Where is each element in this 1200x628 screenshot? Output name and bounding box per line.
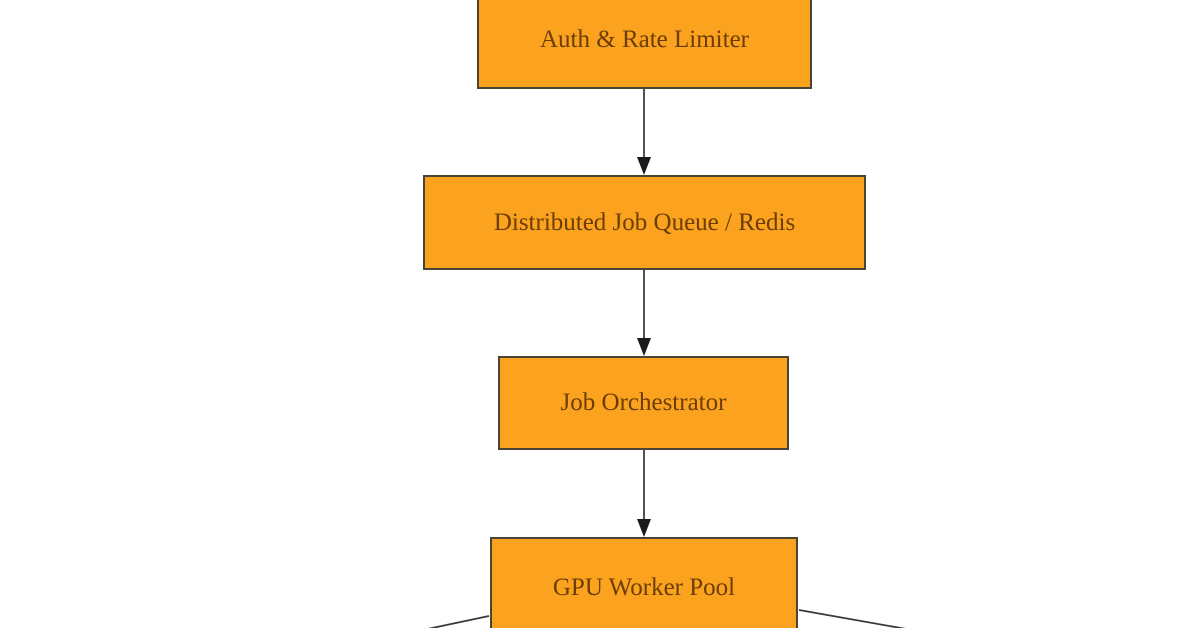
node-label: Auth & Rate Limiter xyxy=(540,26,749,53)
edge-orchestrator-to-gpu xyxy=(637,450,651,537)
edge-gpu-to-offscreen-right xyxy=(798,609,906,628)
node-gpu-worker-pool: GPU Worker Pool xyxy=(490,537,798,628)
arrowhead-down-icon xyxy=(637,338,651,356)
arrowhead-down-icon xyxy=(637,519,651,537)
node-job-orchestrator: Job Orchestrator xyxy=(498,356,789,450)
node-label: Job Orchestrator xyxy=(560,389,727,416)
node-label: GPU Worker Pool xyxy=(552,573,736,601)
edge-auth-to-queue xyxy=(637,89,651,175)
arrowhead-down-icon xyxy=(637,157,651,175)
node-auth-rate-limiter: Auth & Rate Limiter xyxy=(477,0,812,89)
edge-queue-to-orchestrator xyxy=(637,270,651,356)
edge-gpu-to-offscreen-left xyxy=(427,615,490,628)
node-label: Distributed Job Queue / Redis xyxy=(493,208,796,236)
node-distributed-job-queue: Distributed Job Queue / Redis xyxy=(423,175,866,270)
